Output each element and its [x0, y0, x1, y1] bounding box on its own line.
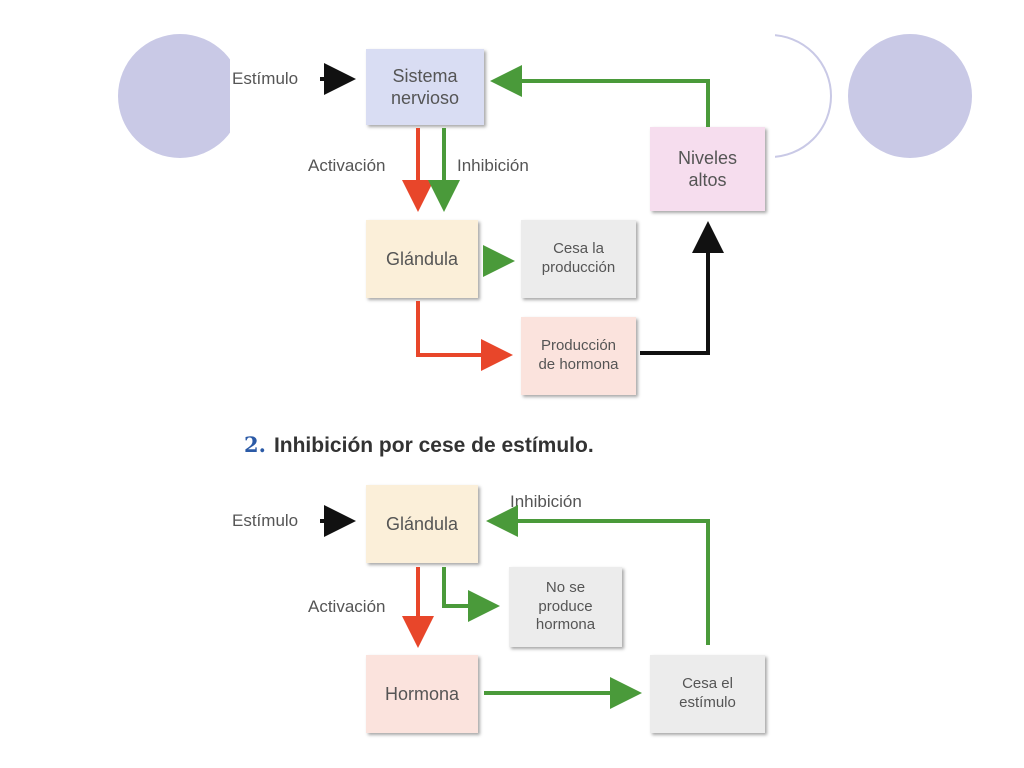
- d2-hormone-box: Hormona: [366, 655, 478, 733]
- d1-stops-production-text: Cesa la producción: [541, 240, 616, 276]
- d2-no-hormone-text: No se produce hormona: [535, 578, 596, 634]
- d1-high-levels-box: Niveles altos: [650, 127, 765, 211]
- d1-high-levels-arrow: [640, 221, 724, 355]
- d1-high-levels-text: Niveles altos: [677, 147, 738, 191]
- d2-stimulus-label: Estímulo: [232, 511, 299, 530]
- d1-stops-production-box: Cesa la producción: [521, 220, 636, 298]
- d1-hormone-production-box: Producción de hormona: [521, 317, 636, 395]
- d2-stimulus-stops-box: Cesa el estímulo: [650, 655, 765, 733]
- d1-inhibition-label: Inhibición: [457, 156, 529, 175]
- d2-inhibition-label: Inhibición: [510, 492, 582, 511]
- decor-circle-left: [118, 34, 242, 158]
- d2-no-hormone-box: No se produce hormona: [509, 567, 622, 647]
- d2-hormone-text: Hormona: [384, 683, 460, 704]
- d1-activation-label: Activación: [308, 156, 386, 175]
- d2-inhibition-feedback-arrow: [486, 505, 710, 645]
- d1-hormone-production-text: Producción de hormona: [538, 337, 619, 373]
- decor-circle-right: [848, 34, 972, 158]
- d1-gland-text: Glándula: [385, 248, 459, 269]
- d2-gland-text: Glándula: [385, 513, 459, 534]
- d1-stimulus-label: Estímulo: [232, 69, 299, 88]
- d1-nervous-system-box: Sistema nervioso: [366, 49, 484, 125]
- d2-gland-box: Glándula: [366, 485, 478, 563]
- d2-activation-label: Activación: [308, 597, 386, 616]
- section-title-text: Inhibición por cese de estímulo.: [273, 434, 594, 457]
- section-title: 2. Inhibición por cese de estímulo.: [244, 432, 594, 458]
- d1-gland-box: Glándula: [366, 220, 478, 298]
- d1-production-arrow: [416, 301, 513, 371]
- d1-levels-feedback-arrow: [490, 65, 710, 127]
- d2-no-hormone-arrow: [442, 567, 500, 622]
- section-number: 2.: [244, 432, 266, 457]
- d2-stimulus-stops-text: Cesa el estímulo: [679, 675, 736, 711]
- d1-nervous-system-text: Sistema nervioso: [390, 65, 460, 109]
